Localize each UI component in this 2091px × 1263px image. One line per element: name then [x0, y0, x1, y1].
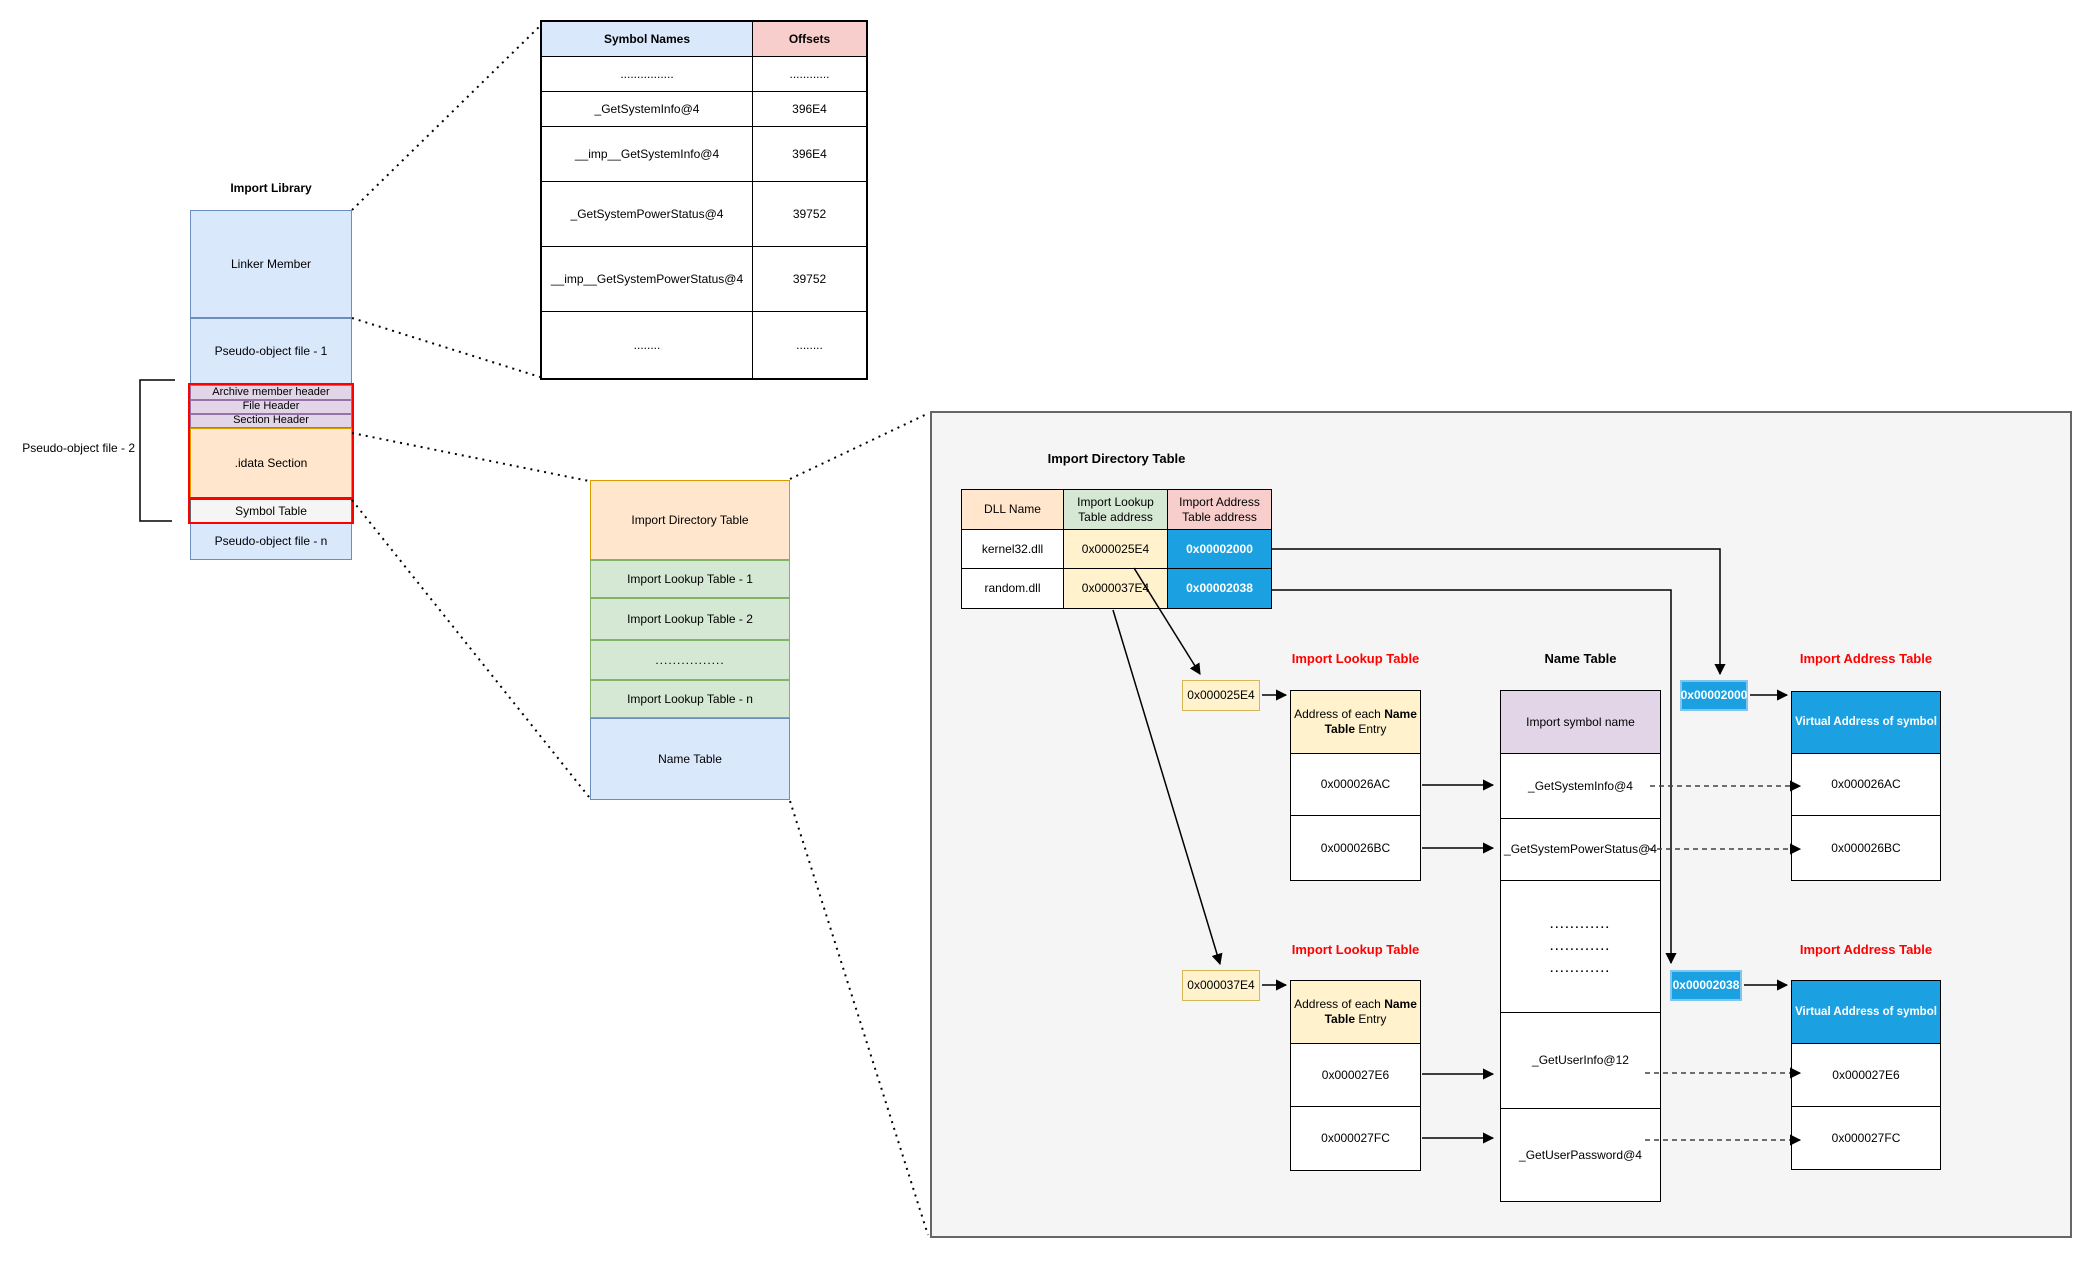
iat-entry: 0x000026BC: [1831, 840, 1901, 855]
name-table-entry: _GetUserInfo@12: [1501, 1013, 1660, 1109]
iat-pointer-box-2: 0x00002038: [1670, 970, 1742, 1001]
iat-header: Virtual Address of symbol: [1792, 981, 1940, 1044]
import-library-title: Import Library: [230, 180, 312, 195]
iat-entry: 0x000027FC: [1831, 1130, 1901, 1145]
idata-import-lookup-table-n-box: Import Lookup Table - n: [590, 680, 790, 718]
name-table-entry: _GetSystemPowerStatus@4: [1501, 819, 1660, 881]
linker-member-box: Linker Member: [190, 210, 352, 318]
offsets-header: Offsets: [753, 22, 866, 57]
dotted-connector: [351, 317, 541, 378]
name-table-header: Import symbol name: [1501, 691, 1660, 754]
table-cell: 396E4: [753, 127, 866, 182]
ellipsis-line: ............: [1550, 940, 1611, 953]
table-cell: _GetSystemInfo@4: [542, 92, 753, 127]
ilt-header: Address of each Name Table Entry: [1291, 691, 1420, 754]
pseudo-object-file-n-box: Pseudo-object file - n: [190, 523, 352, 560]
name-table-entry: _GetSystemInfo@4: [1501, 754, 1660, 819]
import-lookup-table-title-1: Import Lookup Table: [1291, 650, 1420, 666]
import-directory-table-title: Import Directory Table: [1047, 450, 1186, 466]
ilt-entry: 0x000026AC: [1291, 754, 1420, 816]
table-cell: ............: [753, 57, 866, 92]
name-table-ellipsis: ............ ............ ............: [1501, 881, 1660, 1013]
ilt-address-cell: 0x000025E4: [1064, 530, 1168, 569]
table-cell: __imp__GetSystemInfo@4: [542, 127, 753, 182]
dll-name-cell: kernel32.dll: [962, 530, 1064, 569]
bracket-pseudo-object-file-2: [139, 379, 175, 522]
import-lookup-table-title-2: Import Lookup Table: [1291, 941, 1420, 957]
table-cell: _GetSystemPowerStatus@4: [542, 182, 753, 247]
ilt-address-header: Import Lookup Table address: [1064, 490, 1168, 530]
import-address-table-2: Virtual Address of symbol 0x000027E6 0x0…: [1791, 980, 1941, 1170]
import-directory-table: DLL Name Import Lookup Table address Imp…: [961, 489, 1272, 609]
ilt-header-text: Entry: [1355, 1012, 1387, 1026]
idata-section-box: .idata Section: [190, 428, 352, 499]
pseudo-object-file-2-label: Pseudo-object file - 2: [22, 441, 135, 455]
symbol-names-table: Symbol Names Offsets ................ ..…: [540, 20, 868, 380]
file-header-box: File Header: [190, 400, 352, 414]
symbol-table-box: Symbol Table: [190, 499, 352, 523]
idata-import-lookup-table-2-box: Import Lookup Table - 2: [590, 598, 790, 640]
ellipsis-line: ............: [1550, 918, 1611, 931]
name-table-entry: _GetUserPassword@4: [1519, 1147, 1642, 1162]
section-header-box: Section Header: [190, 414, 352, 428]
symbol-names-header: Symbol Names: [542, 22, 753, 57]
idata-lookup-tables-ellipsis-box: ................: [590, 640, 790, 680]
idata-name-table-box: Name Table: [590, 718, 790, 800]
dll-name-cell: random.dll: [962, 569, 1064, 608]
import-lookup-table-2: Address of each Name Table Entry 0x00002…: [1290, 980, 1421, 1171]
ilt-pointer-box-1: 0x000025E4: [1182, 680, 1260, 711]
idata-import-directory-table-box: Import Directory Table: [590, 480, 790, 560]
import-address-table-title-1: Import Address Table: [1799, 650, 1933, 666]
pseudo-object-file-1-box: Pseudo-object file - 1: [190, 318, 352, 385]
dotted-connector: [351, 432, 590, 482]
archive-member-header-box: Archive member header: [190, 385, 352, 400]
ilt-header-text: Entry: [1355, 722, 1387, 736]
ilt-header: Address of each Name Table Entry: [1291, 981, 1420, 1044]
iat-header: Virtual Address of symbol: [1792, 692, 1940, 754]
iat-pointer-box-1: 0x00002000: [1680, 680, 1748, 711]
iat-address-header: Import Address Table address: [1168, 490, 1271, 530]
import-address-table-title-2: Import Address Table: [1799, 941, 1933, 957]
table-cell: 39752: [753, 182, 866, 247]
dotted-connector: [789, 800, 929, 1236]
ilt-header-bold-text: Name Table: [1324, 997, 1417, 1026]
ilt-entry: 0x000026BC: [1320, 840, 1391, 855]
import-lookup-table-1: Address of each Name Table Entry 0x00002…: [1290, 690, 1421, 881]
iat-address-cell: 0x00002038: [1168, 569, 1271, 608]
table-cell: 396E4: [753, 92, 866, 127]
table-cell: ........: [796, 337, 823, 352]
name-table-title: Name Table: [1544, 650, 1617, 666]
iat-entry: 0x000027E6: [1792, 1044, 1940, 1107]
dotted-connector: [351, 499, 590, 798]
ilt-entry: 0x000027E6: [1291, 1044, 1420, 1107]
ilt-entry: 0x000027FC: [1321, 1131, 1390, 1145]
ellipsis-line: ............: [1550, 962, 1611, 975]
table-cell: 39752: [753, 247, 866, 312]
table-cell: ........: [542, 312, 753, 378]
idata-import-lookup-table-1-box: Import Lookup Table - 1: [590, 560, 790, 598]
name-table: Import symbol name _GetSystemInfo@4 _Get…: [1500, 690, 1661, 1202]
dotted-connector: [789, 412, 930, 480]
import-address-table-1: Virtual Address of symbol 0x000026AC 0x0…: [1791, 691, 1941, 881]
iat-address-cell: 0x00002000: [1168, 530, 1271, 569]
dotted-connector: [351, 25, 541, 211]
dll-name-header: DLL Name: [962, 490, 1064, 530]
table-cell: ................: [542, 57, 753, 92]
iat-entry: 0x000026AC: [1792, 754, 1940, 816]
ilt-header-text: Address of each: [1294, 707, 1385, 721]
ilt-header-text: Address of each: [1294, 997, 1385, 1011]
ilt-pointer-box-2: 0x000037E4: [1182, 970, 1260, 1001]
ilt-address-cell: 0x000037E4: [1064, 569, 1168, 608]
table-cell: __imp__GetSystemPowerStatus@4: [542, 247, 753, 312]
